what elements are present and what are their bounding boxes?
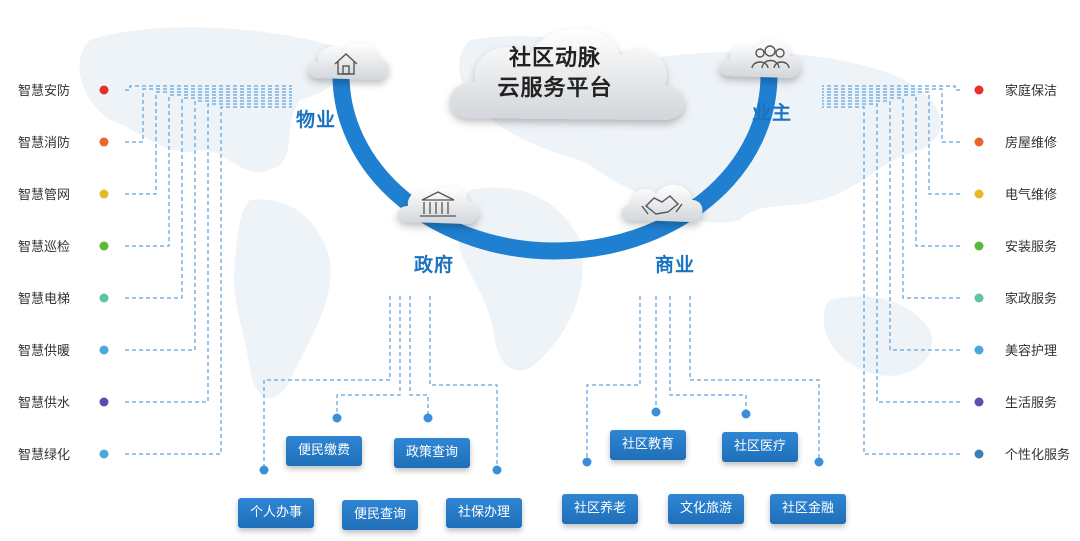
- left-item-dot: [99, 345, 109, 355]
- right-connector: [822, 97, 960, 299]
- left-item-dot: [99, 137, 109, 147]
- platform-title-line2: 云服务平台: [497, 76, 613, 101]
- culture-travel-button[interactable]: 文化旅游: [668, 494, 744, 524]
- right-item-label: 家庭保洁: [1005, 84, 1058, 99]
- bill-payment-button[interactable]: 便民缴费: [286, 436, 362, 466]
- right-item-label: 安装服务: [1005, 240, 1058, 255]
- connector-lines: [125, 85, 960, 470]
- medical-button[interactable]: 社区医疗: [722, 432, 798, 462]
- left-item-label: 智慧管网: [18, 188, 71, 203]
- left-item-label: 智慧电梯: [18, 292, 71, 307]
- elderly-care-button[interactable]: 社区养老: [562, 494, 638, 524]
- right-connector: [822, 100, 960, 351]
- connector-dots: [99, 85, 984, 475]
- left-item-dot: [99, 293, 109, 303]
- government-connector-dot: [259, 465, 269, 475]
- right-item-dot: [974, 85, 984, 95]
- government-building-icon: [420, 191, 456, 217]
- left-connector: [125, 106, 292, 455]
- right-item-label: 电气维修: [1005, 188, 1058, 203]
- government-connector-dot: [423, 413, 433, 423]
- convenience-query-button[interactable]: 便民查询: [342, 500, 418, 530]
- platform-title: 社区动脉 云服务平台: [490, 44, 620, 104]
- government-connector: [429, 296, 498, 470]
- left-connector: [125, 94, 292, 247]
- house-icon: [334, 53, 358, 75]
- right-connector: [822, 94, 960, 247]
- policy-query-button[interactable]: 政策查询: [394, 438, 470, 468]
- left-item-label: 智慧安防: [18, 84, 71, 99]
- left-item-dot: [99, 189, 109, 199]
- right-connector: [822, 85, 960, 91]
- right-item-dot: [974, 293, 984, 303]
- left-connector: [125, 88, 292, 143]
- right-connector: [822, 106, 960, 455]
- left-item-dot: [99, 397, 109, 407]
- personal-affairs-button[interactable]: 个人办事: [238, 498, 314, 528]
- people-icon: [751, 45, 790, 69]
- left-item-dot: [99, 241, 109, 251]
- right-item-label: 美容护理: [1005, 344, 1058, 359]
- right-item-label: 生活服务: [1005, 396, 1058, 411]
- node-business: 商业: [655, 254, 696, 276]
- node-owner: 业主: [752, 102, 793, 124]
- left-item-dot: [99, 449, 109, 459]
- platform-arc: [332, 66, 778, 260]
- right-item-dot: [974, 137, 984, 147]
- right-connector: [822, 103, 960, 403]
- government-connector: [263, 296, 391, 470]
- right-item-dot: [974, 397, 984, 407]
- business-connector-dot: [582, 457, 592, 467]
- business-connector-dot: [814, 457, 824, 467]
- left-item-label: 智慧绿化: [18, 448, 71, 463]
- social-security-button[interactable]: 社保办理: [446, 498, 522, 528]
- business-cloud: [621, 184, 703, 222]
- right-item-dot: [974, 241, 984, 251]
- platform-title-line1: 社区动脉: [508, 46, 601, 71]
- left-item-label: 智慧供暖: [18, 344, 71, 359]
- business-connector-dot: [741, 409, 751, 419]
- center-cloud: [449, 28, 685, 120]
- left-connector: [125, 100, 292, 351]
- business-connector: [669, 296, 747, 414]
- government-connector: [336, 296, 401, 418]
- property-cloud: [308, 42, 389, 80]
- right-item-label: 家政服务: [1005, 292, 1058, 307]
- left-connector: [125, 91, 292, 195]
- business-connector: [586, 296, 641, 462]
- left-connector: [125, 103, 292, 403]
- right-connector: [822, 88, 960, 143]
- left-connector: [125, 97, 292, 299]
- government-connector-dot: [332, 413, 342, 423]
- left-item-label: 智慧供水: [18, 396, 71, 411]
- business-connector-dot: [651, 407, 661, 417]
- government-connector: [409, 296, 429, 418]
- finance-button[interactable]: 社区金融: [770, 494, 846, 524]
- left-connector: [125, 85, 292, 91]
- handshake-icon: [641, 195, 683, 215]
- right-item-dot: [974, 189, 984, 199]
- right-item-label: 房屋维修: [1005, 136, 1058, 151]
- right-connector: [822, 91, 960, 195]
- right-item-label: 个性化服务: [1005, 448, 1071, 463]
- node-property: 物业: [296, 109, 337, 131]
- government-connector-dot: [492, 465, 502, 475]
- education-button[interactable]: 社区教育: [610, 430, 686, 460]
- government-cloud: [397, 186, 479, 224]
- business-connector: [689, 296, 820, 462]
- owner-cloud: [719, 40, 801, 78]
- left-item-dot: [99, 85, 109, 95]
- left-item-label: 智慧巡检: [18, 240, 71, 255]
- right-item-dot: [974, 345, 984, 355]
- right-item-dot: [974, 449, 984, 459]
- node-government: 政府: [414, 254, 455, 276]
- left-item-label: 智慧消防: [18, 136, 71, 151]
